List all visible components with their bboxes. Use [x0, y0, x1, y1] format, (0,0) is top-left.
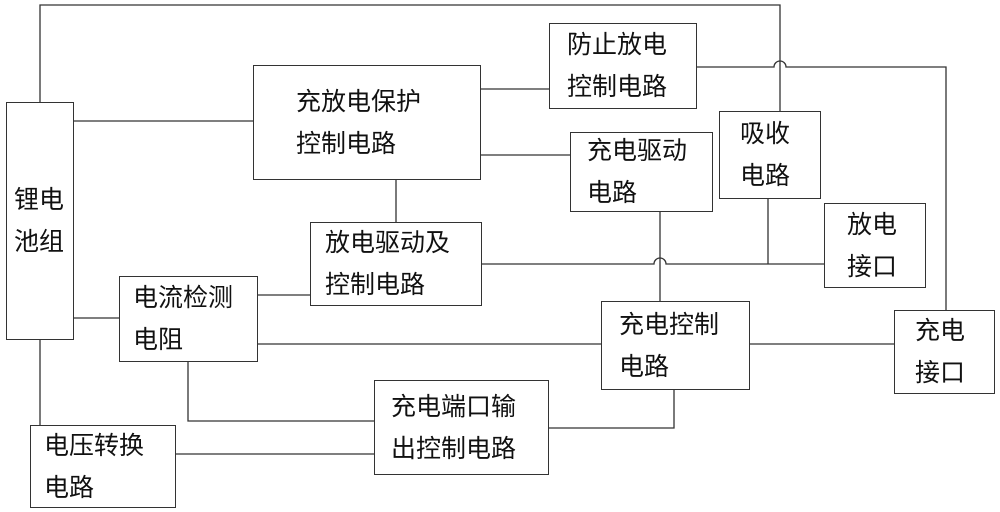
charge-control-block: 充电控制 电路: [601, 301, 750, 390]
battery-pack-block: 锂电 池组: [6, 102, 74, 340]
absorption-block: 吸收 电路: [719, 111, 821, 199]
charge-port-block: 充电 接口: [894, 310, 995, 394]
wire-top-loop: [39, 4, 781, 111]
wire-current-sense-to-port-output: [187, 362, 374, 422]
wire-charge-control-to-port-output: [549, 390, 675, 429]
charge-drive-block: 充电驱动 电路: [570, 132, 713, 212]
charge-discharge-protection-block: 充放电保护 控制电路: [253, 65, 481, 180]
wire-discharge-drive-to-discharge-port: [482, 257, 824, 265]
current-sense-resistor-block: 电流检测 电阻: [119, 276, 258, 362]
charge-port-output-control-block: 充电端口输 出控制电路: [374, 380, 549, 475]
wire-anti-discharge-to-charge-port: [697, 60, 947, 310]
discharge-port-block: 放电 接口: [824, 203, 926, 288]
anti-discharge-control-block: 防止放电 控制电路: [549, 23, 697, 109]
voltage-conversion-block: 电压转换 电路: [30, 425, 176, 508]
discharge-drive-control-block: 放电驱动及 控制电路: [310, 222, 482, 306]
